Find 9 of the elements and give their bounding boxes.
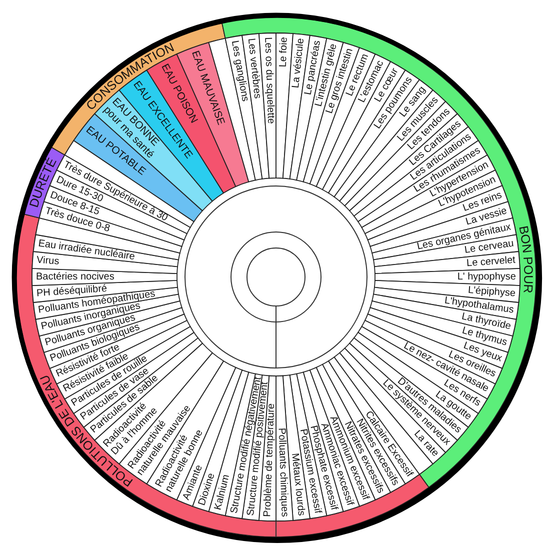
sector-label: Polluants chimiques [276, 428, 290, 518]
sector-label: Le cervelet [466, 254, 516, 270]
sector-label: L' hypophyse [457, 272, 516, 282]
sector-label: Virus [36, 254, 60, 268]
sector-label: La vésicule [290, 38, 307, 89]
sector-label: L'épiphyse [468, 284, 516, 300]
sector-label: Bactéries nocives [36, 272, 114, 282]
sector-label: Le foie [278, 36, 290, 68]
sector-label: Les os du squelette [262, 36, 276, 124]
